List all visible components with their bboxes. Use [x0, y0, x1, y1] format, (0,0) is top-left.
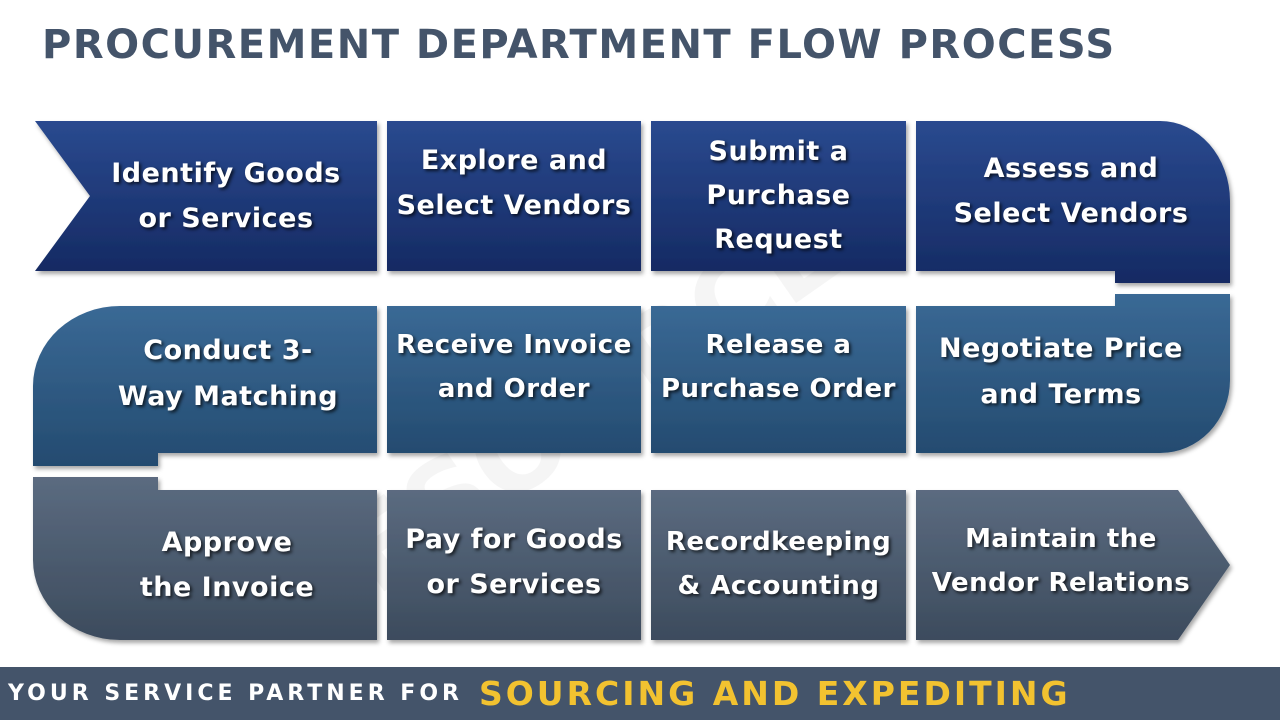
step-label-10: Pay for Goods or Services [405, 523, 623, 600]
step-label-7: Receive Invoice and Order [396, 329, 632, 404]
step-label-5: Negotiate Price and Terms [939, 333, 1183, 410]
page-title: PROCUREMENT DEPARTMENT FLOW PROCESS [42, 22, 1116, 68]
step-shape-5 [916, 294, 1230, 453]
step-shape-10 [387, 490, 641, 640]
step-shape-12 [916, 490, 1230, 640]
step-shape-7 [387, 306, 641, 453]
step-shape-6 [651, 306, 906, 453]
flow-diagram [33, 121, 1230, 640]
step-label-6: Release a Purchase Order [660, 329, 896, 404]
step-label-8: Conduct 3- Way Matching [117, 335, 339, 412]
step-label-11: Recordkeeping & Accounting [665, 527, 892, 601]
step-shape-9 [33, 477, 377, 640]
step-label-3: Submit a Purchase Request [706, 136, 851, 255]
footer-highlight: SOURCING AND EXPEDITING [478, 674, 1071, 713]
footer-banner: YOUR SERVICE PARTNER FOR SOURCING AND EX… [0, 667, 1280, 720]
step-shape-8 [33, 306, 377, 466]
step-shape-4 [916, 121, 1230, 283]
step-label-12: Maintain the Vendor Relations [931, 524, 1191, 598]
step-label-9: Approve the Invoice [139, 526, 315, 603]
step-shape-3 [651, 121, 906, 271]
step-shape-11 [651, 490, 906, 640]
step-shape-1 [35, 121, 377, 271]
step-label-1: Identify Goods or Services [111, 157, 341, 234]
step-label-4: Assess and Select Vendors [953, 152, 1189, 229]
step-shape-2 [387, 121, 641, 271]
footer-text: YOUR SERVICE PARTNER FOR [8, 681, 463, 706]
step-label-2: Explore and Select Vendors [396, 144, 632, 221]
